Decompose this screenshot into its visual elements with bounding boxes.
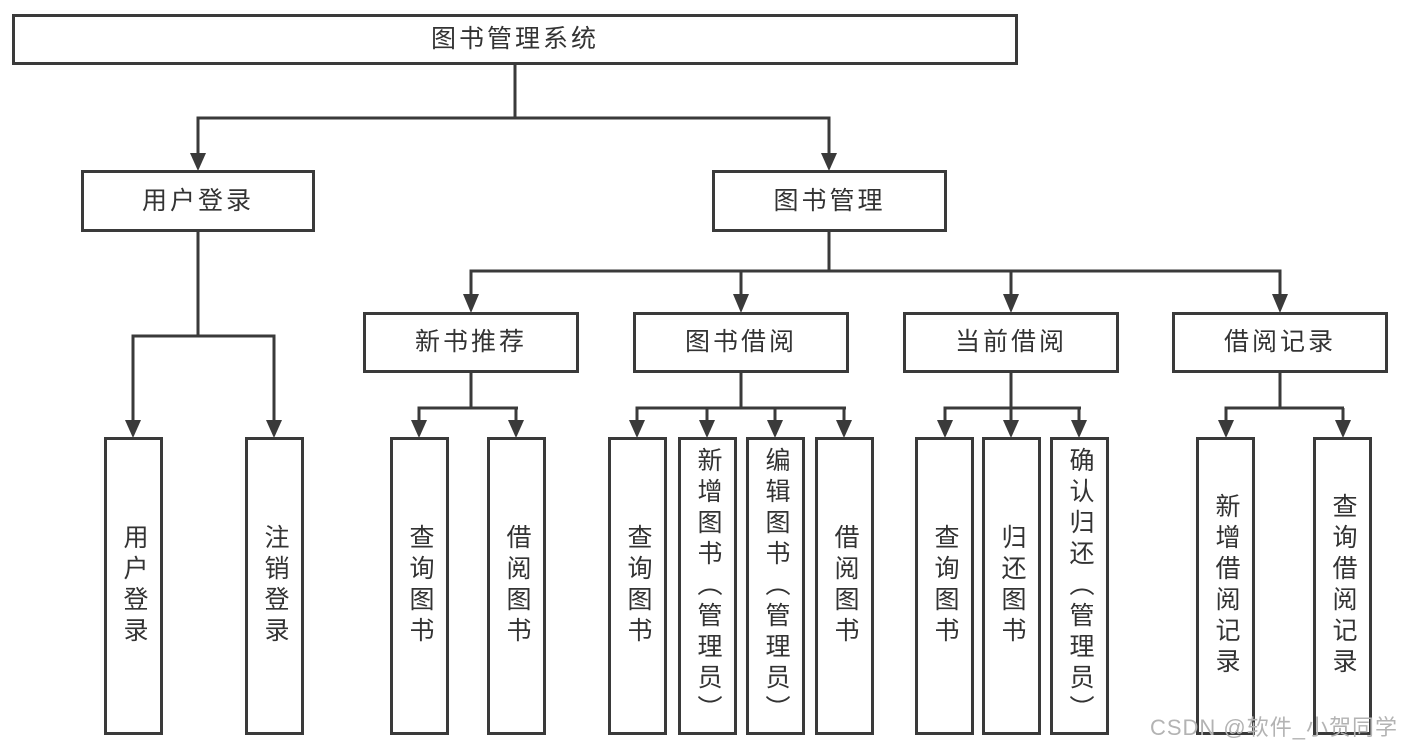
node-current-borrow: 当前借阅 <box>903 312 1119 373</box>
leaf-logout: 注销登录 <box>245 437 304 735</box>
leaf-query-books-current-label: 查询图书 <box>931 524 959 648</box>
leaf-query-borrow-record-label: 查询借阅记录 <box>1329 493 1357 679</box>
node-current-borrow-label: 当前借阅 <box>954 328 1067 356</box>
leaf-confirm-return-admin-label: 确认归还（管理员） <box>1066 446 1094 726</box>
leaf-add-borrow-record: 新增借阅记录 <box>1196 437 1255 735</box>
leaf-logout-label: 注销登录 <box>261 524 289 648</box>
node-root-label: 图书管理系统 <box>430 25 599 53</box>
node-book-management: 图书管理 <box>712 170 947 232</box>
leaf-return-books: 归还图书 <box>982 437 1041 735</box>
csdn-watermark: CSDN @软件_小贺同学 <box>1149 715 1398 740</box>
node-book-management-label: 图书管理 <box>773 186 886 215</box>
leaf-borrow-books-recommend: 借阅图书 <box>487 437 546 735</box>
node-user-login: 用户登录 <box>81 170 315 232</box>
leaf-query-books-recommend: 查询图书 <box>390 437 449 735</box>
node-new-book-recommend-label: 新书推荐 <box>414 328 527 356</box>
leaf-add-borrow-record-label: 新增借阅记录 <box>1212 493 1240 679</box>
leaf-query-borrow-record: 查询借阅记录 <box>1313 437 1372 735</box>
leaf-edit-book-admin: 编辑图书（管理员） <box>746 437 805 735</box>
leaf-query-books-borrow: 查询图书 <box>608 437 667 735</box>
leaf-edit-book-admin-label: 编辑图书（管理员） <box>762 446 790 726</box>
leaf-add-book-admin: 新增图书（管理员） <box>678 437 737 735</box>
node-root-system: 图书管理系统 <box>12 14 1018 65</box>
leaf-user-login-label: 用户登录 <box>120 524 148 648</box>
leaf-query-books-borrow-label: 查询图书 <box>624 524 652 648</box>
leaf-borrow-books-recommend-label: 借阅图书 <box>503 524 531 648</box>
leaf-query-books-recommend-label: 查询图书 <box>406 524 434 648</box>
leaf-user-login: 用户登录 <box>104 437 163 735</box>
leaf-confirm-return-admin: 确认归还（管理员） <box>1050 437 1109 735</box>
node-book-borrow-label: 图书借阅 <box>684 328 797 356</box>
leaf-borrow-books: 借阅图书 <box>815 437 874 735</box>
leaf-add-book-admin-label: 新增图书（管理员） <box>694 446 722 726</box>
node-book-borrow: 图书借阅 <box>633 312 849 373</box>
node-new-book-recommend: 新书推荐 <box>363 312 579 373</box>
node-borrow-records-label: 借阅记录 <box>1223 328 1336 356</box>
node-user-login-label: 用户登录 <box>141 186 254 215</box>
leaf-return-books-label: 归还图书 <box>998 524 1026 648</box>
leaf-borrow-books-label: 借阅图书 <box>831 524 859 648</box>
node-borrow-records: 借阅记录 <box>1172 312 1388 373</box>
leaf-query-books-current: 查询图书 <box>915 437 974 735</box>
